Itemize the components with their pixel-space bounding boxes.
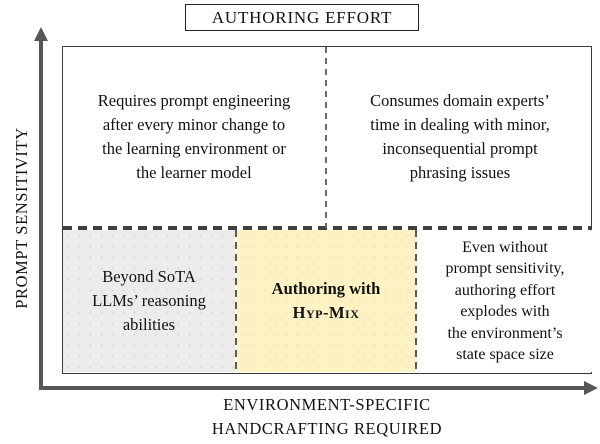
- quadrant-bottom-left-text: Beyond SoTA LLMs’ reasoning abilities: [92, 267, 206, 334]
- figure-title-box: AUTHORING EFFORT: [185, 4, 419, 31]
- quadrant-top-right-text: Consumes domain experts’ time in dealing…: [370, 90, 550, 182]
- vertical-dashed-divider-bottom-left: [235, 230, 237, 372]
- x-axis-label: ENVIRONMENT-SPECIFIC HANDCRAFTING REQUIR…: [211, 395, 443, 438]
- quadrant-top-right: Consumes domain experts’ time in dealing…: [327, 47, 593, 226]
- quadrant-bottom-right: Even without prompt sensitivity, authori…: [417, 230, 593, 372]
- vertical-thin-dashed-divider-top: [325, 47, 327, 228]
- quadrant-top-left: Requires prompt engineering after every …: [63, 47, 325, 226]
- hyp-mix-label: Authoring with Hyp-Mix: [272, 277, 381, 325]
- hyp-mix-label-line1: Authoring with: [271, 279, 381, 298]
- quadrant-bottom-center-highlight: Authoring with Hyp-Mix: [237, 230, 415, 372]
- quadrant-plot-area: Requires prompt engineering after every …: [62, 46, 593, 374]
- hyp-mix-label-line2: Hyp-Mix: [292, 303, 360, 322]
- y-axis-line: [39, 38, 43, 388]
- quadrant-bottom-right-text: Even without prompt sensitivity, authori…: [445, 238, 565, 364]
- quadrant-bottom-left: Beyond SoTA LLMs’ reasoning abilities: [63, 230, 235, 372]
- x-axis-line: [39, 386, 586, 390]
- y-axis-label: PROMPT SENSITIVITY: [12, 127, 31, 309]
- vertical-dashed-divider-bottom-right: [415, 230, 417, 372]
- x-axis-arrowhead-icon: [584, 380, 598, 395]
- horizontal-thick-dashed-divider: [63, 226, 591, 230]
- y-axis-arrowhead-icon: [33, 27, 48, 41]
- figure-title: AUTHORING EFFORT: [211, 7, 393, 27]
- quadrant-top-left-text: Requires prompt engineering after every …: [97, 90, 291, 182]
